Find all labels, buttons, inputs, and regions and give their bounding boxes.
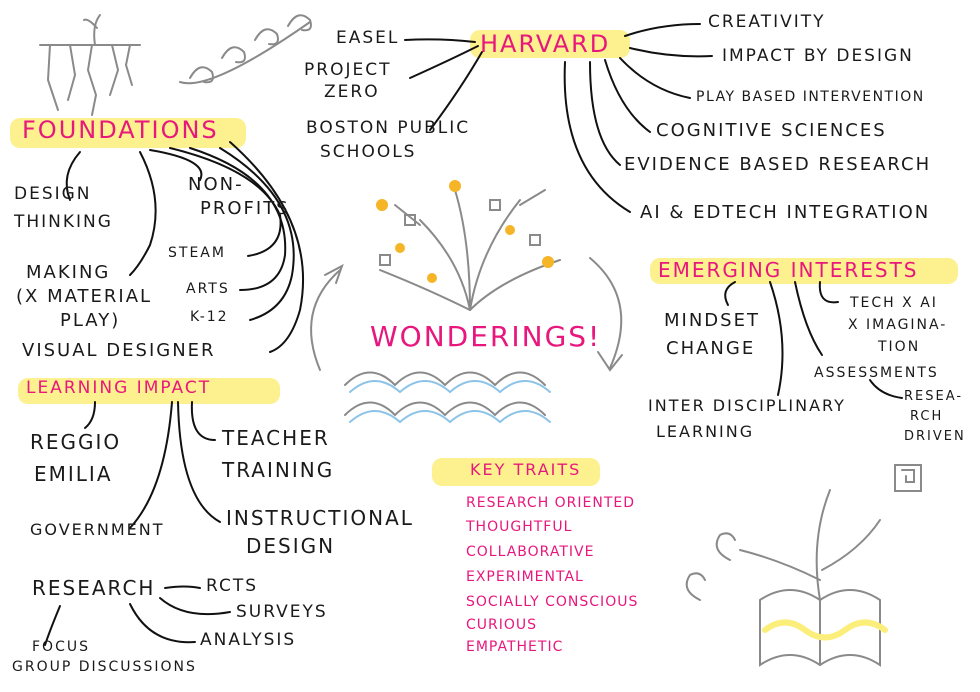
emerging-item: MINDSET (664, 310, 760, 331)
foundations-item: THINKING (14, 212, 113, 232)
harvard-right-item: CREATIVITY (708, 12, 826, 32)
foundations-item: STEAM (168, 245, 226, 261)
key-trait-item: EXPERIMENTAL (466, 569, 584, 585)
key-trait-item: THOUGHTFUL (466, 519, 573, 535)
harvard-right-item: IMPACT BY DESIGN (722, 46, 914, 66)
key-trait-item: COLLABORATIVE (466, 544, 595, 560)
research-item: ANALYSIS (200, 630, 297, 650)
emerging-item: DRIVEN (904, 429, 966, 444)
emerging-item: LEARNING (656, 422, 755, 441)
learning-impact-item: TRAINING (222, 458, 335, 482)
emerging-item: x IMAGINA- (848, 317, 948, 333)
key-trait-item: EMPATHETIC (466, 639, 564, 655)
harvard-left-item: SCHOOLS (320, 142, 417, 162)
highlight-learning-impact (18, 378, 280, 404)
research-item: GROUP DISCUSSIONS (12, 659, 197, 675)
highlight-foundations (10, 118, 246, 148)
harvard-right-item: EVIDENCE BASED RESEARCH (624, 154, 932, 175)
foundations-item: K-12 (190, 309, 229, 325)
learning-impact-item: GOVERNMENT (30, 520, 165, 539)
highlight-emerging (650, 258, 958, 284)
highlight-key-traits (432, 458, 600, 486)
foundations-item: DESIGN (14, 184, 92, 204)
foundations-item: NON- (188, 174, 244, 195)
learning-impact-item: TEACHER (222, 426, 330, 450)
foundations-title: FOUNDATIONS (22, 116, 219, 144)
learning-impact-item: REGGIO (30, 430, 122, 454)
emerging-item: TECH x AI (850, 295, 938, 311)
key-trait-item: CURIOUS (466, 617, 538, 633)
harvard-title: HARVARD (480, 30, 611, 58)
research-item: FOCUS (32, 639, 90, 655)
highlight-harvard (470, 30, 630, 58)
foundations-item: VISUAL DESIGNER (22, 340, 216, 361)
foundations-item: MAKING (26, 262, 111, 283)
foundations-item: PLAY) (60, 310, 121, 331)
harvard-left-item: EASEL (336, 28, 400, 48)
foundations-item: ARTS (186, 281, 230, 297)
emerging-item: INTER DISCIPLINARY (648, 396, 846, 415)
research-item: RCTs (206, 576, 259, 596)
key-trait-item: SOCIALLY CONSCIOUS (466, 594, 639, 610)
foundations-item: (x MATERIAL (16, 286, 153, 307)
key-trait-item: RESEARCH ORIENTED (466, 495, 636, 511)
harvard-right-item: PLAY BASED INTERVENTION (696, 89, 925, 105)
harvard-left-item: BOSTON PUBLIC (306, 118, 471, 138)
learning-impact-title: LEARNING IMPACT (26, 378, 212, 398)
emerging-item: ASSESSMENTS (814, 365, 939, 381)
harvard-right-item: AI & EDTECH INTEGRATION (640, 202, 931, 223)
foundations-item: PROFITS (200, 198, 290, 219)
emerging-title: EMERGING INTERESTS (658, 258, 919, 282)
learning-impact-item: DESIGN (246, 534, 336, 558)
learning-impact-item: INSTRUCTIONAL (226, 506, 414, 530)
harvard-left-item: ZERO (324, 82, 380, 102)
harvard-left-item: PROJECT (304, 60, 392, 80)
learning-impact-item: EMILIA (34, 462, 113, 486)
key-traits-title: KEY TRAITS (470, 460, 582, 479)
emerging-item: RESEA- (904, 389, 964, 404)
emerging-item: RCH (910, 409, 944, 424)
research-title: RESEARCH (32, 576, 156, 600)
research-item: SURVEYS (236, 602, 328, 622)
harvard-right-item: COGNITIVE SCIENCES (656, 120, 887, 141)
wonderings-title: WONDERINGS! (370, 320, 602, 353)
emerging-item: CHANGE (666, 338, 756, 359)
emerging-item: TION (878, 339, 921, 355)
